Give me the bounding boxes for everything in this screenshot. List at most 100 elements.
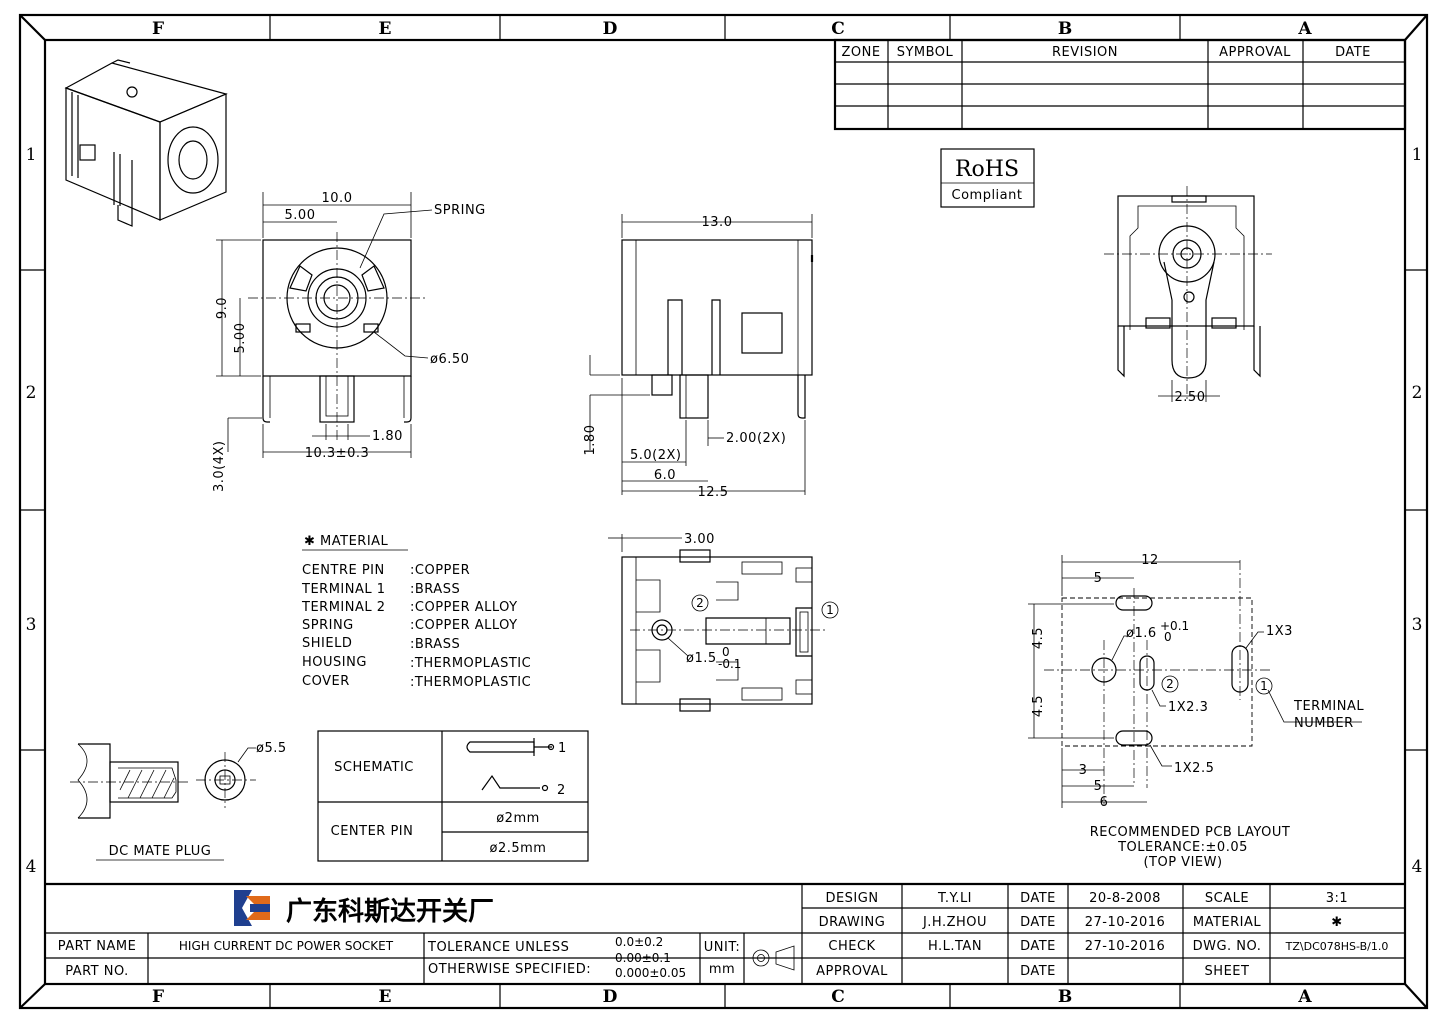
material-part-4: SHIELD: [302, 636, 352, 651]
zone-4-left: 4: [26, 857, 37, 877]
zone-2-left: 2: [26, 383, 37, 403]
approval-date-label: DATE: [1020, 964, 1056, 979]
zone-1-right: 1: [1412, 145, 1423, 165]
design-label: DESIGN: [825, 891, 878, 906]
side-dim-top: 13.0: [702, 215, 733, 230]
material-label: MATERIAL: [1193, 915, 1262, 930]
approval-label: APPROVAL: [816, 964, 888, 979]
pcb-marker-1: 1: [1260, 679, 1268, 693]
company-name: 广东科斯达开关厂: [286, 896, 494, 927]
bottom-marker-1: 1: [826, 603, 834, 617]
part-no-label: PART NO.: [65, 964, 129, 979]
pcb-dia-tol-lower: 0: [1164, 630, 1172, 644]
bottom-tol-upper: 0: [722, 645, 730, 659]
zone-a-bottom: A: [1297, 987, 1312, 1007]
material-part-2: TERMINAL 2: [301, 600, 386, 615]
side-view: 13.0 1.80 2.00(2X) 5.0(2X) 6.0 12.5: [583, 214, 814, 500]
center-pin-label: CENTER PIN: [331, 824, 414, 839]
rev-header-date: DATE: [1335, 45, 1371, 60]
zone-d-bottom: D: [603, 987, 618, 1007]
front-dim-half-height: 5.00: [233, 323, 248, 354]
pcb-terminal-label-2: NUMBER: [1294, 716, 1354, 731]
front-side-dim: 3.0(4X): [212, 441, 227, 493]
schematic-row-label: SCHEMATIC: [334, 760, 414, 775]
pcb-layout: 2 1 12 5 4.5 4.5 ø1.6 +0.1 0 1X3 1X2.3 1…: [1028, 553, 1364, 870]
drawing-by: J.H.ZHOU: [922, 915, 987, 930]
pcb-terminal-label-1: TERMINAL: [1293, 699, 1364, 714]
company-logo: [234, 890, 270, 926]
zone-3-left: 3: [26, 615, 37, 635]
design-date: 20-8-2008: [1089, 891, 1161, 906]
design-date-label: DATE: [1020, 891, 1056, 906]
schematic-pin-1: 1: [558, 741, 567, 756]
side-dim-2x: 2.00(2X): [726, 431, 786, 446]
mate-plug-dia: ø5.5: [256, 741, 287, 756]
sheet-label: SHEET: [1205, 964, 1250, 979]
zone-c-bottom: C: [831, 987, 845, 1007]
pcb-caption-1: RECOMMENDED PCB LAYOUT: [1090, 825, 1291, 840]
side-dim-5x: 5.0(2X): [630, 448, 682, 463]
pcb-slot-1x2-5: 1X2.5: [1174, 761, 1214, 776]
zone-e-top: E: [379, 19, 392, 39]
unit-value: mm: [709, 962, 735, 977]
zone-2-right: 2: [1412, 383, 1423, 403]
center-pin-option-1: ø2mm: [496, 811, 540, 826]
pcb-dim-6: 6: [1100, 795, 1109, 810]
drawing-date-label: DATE: [1020, 915, 1056, 930]
bottom-dim-top: 3.00: [684, 532, 715, 547]
material-title: ✱ MATERIAL: [304, 534, 389, 549]
front-dim-height: 9.0: [215, 297, 230, 319]
zone-c-top: C: [831, 19, 845, 39]
side-dim-12-5: 12.5: [698, 485, 729, 500]
part-name-value: HIGH CURRENT DC POWER SOCKET: [179, 939, 394, 953]
material-list: ✱ MATERIAL CENTRE PIN :COPPER TERMINAL 1…: [301, 534, 531, 690]
projection-symbol: [748, 945, 798, 971]
pcb-dim-4-5b: 4.5: [1031, 695, 1046, 717]
pcb-dim-12: 12: [1141, 553, 1159, 568]
front-dia-label: ø6.50: [430, 352, 469, 367]
pcb-caption-3: (TOP VIEW): [1143, 855, 1222, 870]
dwg-no-value: TZ\DC078HS-B/1.0: [1285, 940, 1389, 953]
material-value-6: :THERMOPLASTIC: [410, 675, 531, 690]
zone-a-top: A: [1297, 19, 1312, 39]
tolerance-2: 0.00±0.1: [615, 951, 671, 965]
bottom-hole-label: ø1.5: [686, 651, 717, 666]
tolerance-label-2: OTHERWISE SPECIFIED:: [428, 962, 591, 977]
bottom-tol-lower: -0.1: [718, 657, 741, 671]
pcb-dim-4-5a: 4.5: [1031, 627, 1046, 649]
rev-header-approval: APPROVAL: [1219, 45, 1291, 60]
rear-view: 2.50: [1104, 186, 1272, 405]
schematic-table: SCHEMATIC 1 2 CENTER PIN ø2mm ø2.5mm: [317, 730, 589, 862]
isometric-view: [64, 59, 228, 227]
material-value-2: :COPPER ALLOY: [410, 600, 518, 615]
dc-mate-plug: ø5.5 DC MATE PLUG: [70, 741, 287, 861]
schematic-pin-2: 2: [557, 783, 566, 798]
rohs-title: RoHS: [955, 157, 1019, 182]
check-date: 27-10-2016: [1085, 939, 1166, 954]
mate-plug-label: DC MATE PLUG: [109, 844, 212, 859]
material-value-3: :COPPER ALLOY: [410, 618, 518, 633]
bottom-marker-2: 2: [696, 596, 704, 610]
unit-label: UNIT:: [704, 940, 740, 955]
center-pin-option-2: ø2.5mm: [490, 841, 547, 856]
zone-4-right: 4: [1412, 857, 1423, 877]
rear-dim: 2.50: [1175, 390, 1206, 405]
tolerance-3: 0.000±0.05: [615, 966, 686, 980]
front-bottom-dim: 10.3±0.3: [305, 446, 370, 461]
pcb-dia-label: ø1.6: [1126, 626, 1157, 641]
pcb-dim-3: 3: [1079, 763, 1088, 778]
zone-d-top: D: [603, 19, 618, 39]
front-dim-width: 10.0: [322, 191, 353, 206]
pcb-dim-5-bot: 5: [1094, 779, 1103, 794]
scale-value: 3:1: [1326, 891, 1348, 906]
title-block: 广东科斯达开关厂 PART NAME HIGH CURRENT DC POWER…: [45, 882, 1405, 984]
material-value-5: :THERMOPLASTIC: [410, 656, 531, 671]
zone-f-bottom: F: [152, 987, 164, 1007]
zone-b-bottom: B: [1058, 987, 1072, 1007]
pcb-slot-1x2-3: 1X2.3: [1168, 700, 1208, 715]
rohs-subtitle: Compliant: [952, 188, 1023, 203]
front-view: 10.0 5.00 9.0 5.00 SPRING ø6.50 1.80 10.…: [212, 191, 485, 493]
check-label: CHECK: [828, 939, 875, 954]
rohs-badge: RoHS Compliant: [940, 148, 1035, 208]
